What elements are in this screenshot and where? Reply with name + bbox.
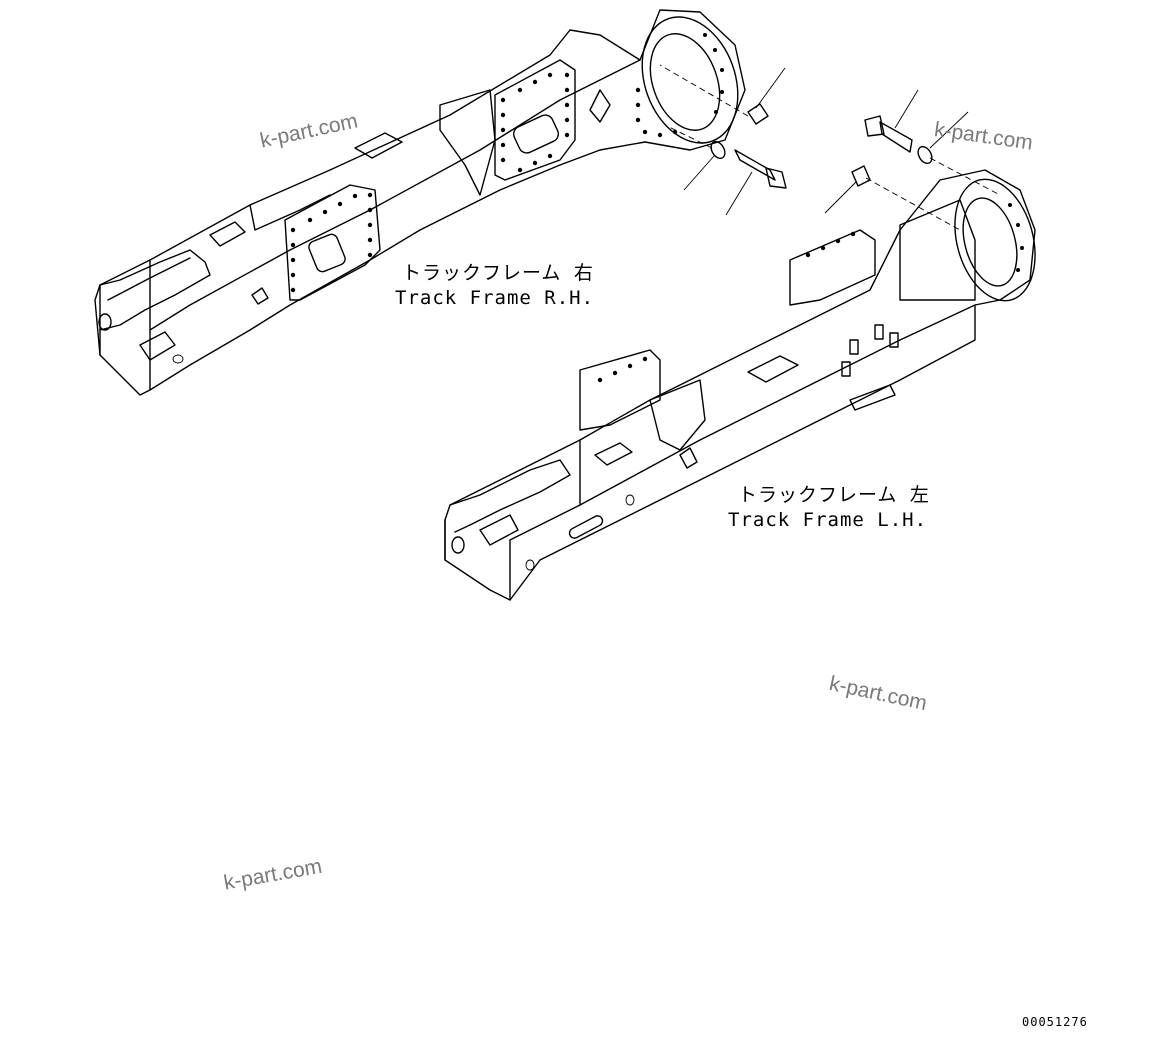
track-frame-rh-label-jp: トラックフレーム 右: [402, 262, 594, 284]
hardware-rh: [659, 64, 787, 216]
track-frame-rh: [94, 9, 746, 396]
track-frame-lh-label-en: Track Frame L.H.: [728, 509, 928, 531]
track-frame-lh: [444, 169, 1036, 601]
track-frame-rh-label-en: Track Frame R.H.: [395, 287, 595, 309]
figure-code: 00051276: [1022, 1015, 1088, 1029]
track-frame-lh-label-jp: トラックフレーム 左: [738, 484, 930, 506]
hardware-lh: [824, 89, 1001, 231]
